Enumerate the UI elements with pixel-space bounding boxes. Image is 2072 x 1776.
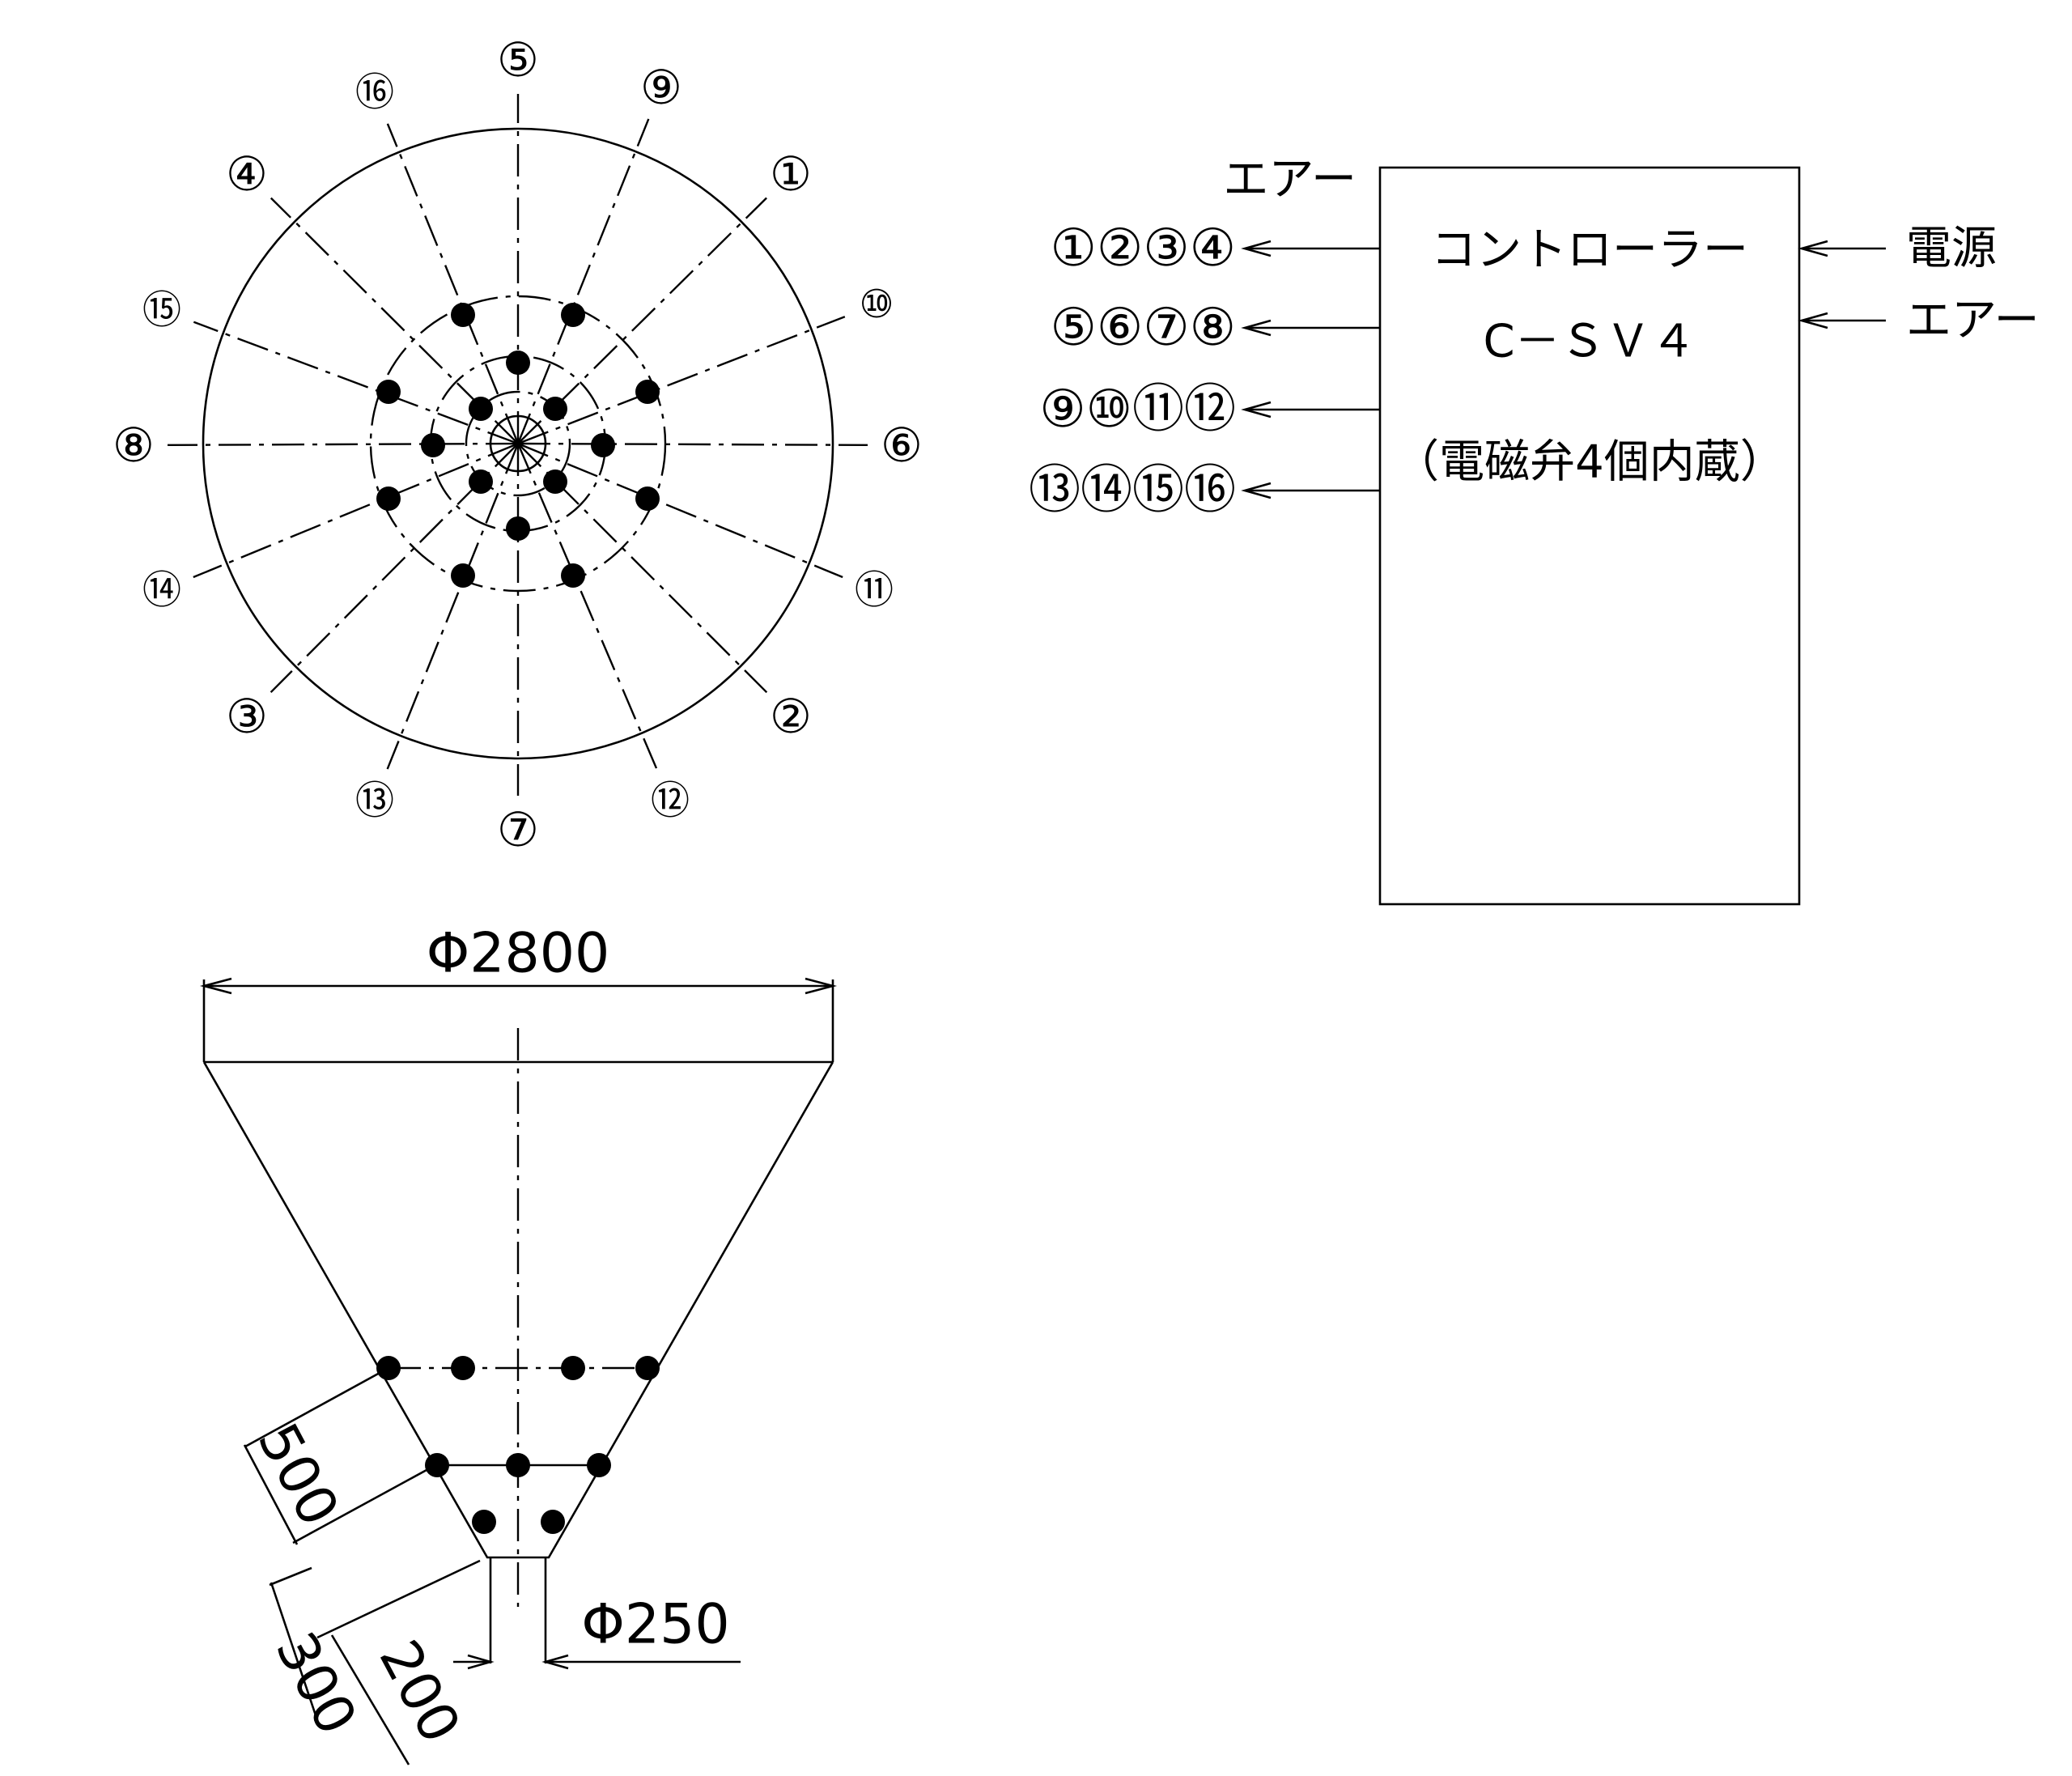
- spoke-line-6: [517, 442, 868, 447]
- output-arrow-head-1: [1241, 240, 1272, 257]
- nozzle-direction-lines: [167, 94, 868, 796]
- nozzle-points: [376, 303, 660, 588]
- nozzle-label-14: ⑭: [142, 567, 181, 613]
- nozzle-label-3: ③: [226, 689, 268, 744]
- side-nozzle-dot: [451, 1356, 475, 1380]
- nozzle-dot: [451, 303, 475, 327]
- spoke-line-12: [516, 443, 658, 770]
- top-diameter-label: Φ2800: [427, 922, 610, 986]
- outlet-dim-arrow-left: [467, 1654, 495, 1670]
- controller-block: コントローラー C－ＳＶ４ （電磁弁4個内蔵） エアー ①②③④ ⑤⑥⑦⑧ ⑨⑩…: [1029, 154, 2040, 906]
- power-arrow-head: [1798, 240, 1828, 257]
- nozzle-dot: [635, 380, 660, 404]
- side-nozzle-points: [376, 1356, 660, 1534]
- dim-line-300: [270, 1582, 319, 1721]
- output-group-1: ①②③④: [1051, 219, 1237, 278]
- nozzle-dot: [469, 397, 493, 421]
- nozzle-dot: [561, 303, 585, 327]
- hopper-outer-circle: [202, 127, 834, 760]
- dim-arrow-left: [199, 977, 232, 995]
- nozzle-label-15: ⑮: [142, 287, 181, 333]
- nozzle-dot: [469, 469, 493, 494]
- spoke-line-14: [193, 442, 519, 579]
- spoke-line-9: [516, 118, 650, 444]
- nozzle-label-12: ⑫: [651, 778, 690, 823]
- nozzle-dot: [591, 433, 615, 457]
- input-arrows: [1798, 240, 1886, 329]
- nozzle-label-1: ①: [770, 147, 812, 202]
- air-label: エアー: [1906, 295, 2040, 347]
- output-group-2: ⑤⑥⑦⑧: [1051, 298, 1237, 358]
- dim-200-label: 200: [367, 1630, 473, 1753]
- hopper-cone-outline: [202, 1061, 834, 1559]
- plan-view: ① ② ③ ④ ⑤ ⑥ ⑦ ⑧ ⑨ ⑩ ⑪ ⑫ ⑬ ⑭ ⑮ ⑯: [113, 32, 923, 857]
- output-group-4: ⑬⑭⑮⑯: [1029, 461, 1236, 520]
- dim-ext-300-top: [269, 1566, 312, 1587]
- nozzle-label-13: ⑬: [355, 778, 394, 823]
- nozzle-label-2: ②: [770, 689, 812, 744]
- nozzle-label-9: ⑨: [640, 60, 682, 115]
- side-nozzle-dot: [541, 1510, 565, 1534]
- dim-line-200: [330, 1634, 410, 1765]
- outlet-diameter-label: Φ250: [581, 1593, 729, 1657]
- nozzle-dot: [561, 563, 585, 588]
- controller-title: コントローラー: [1431, 224, 1748, 277]
- nozzle-label-16: ⑯: [355, 70, 394, 115]
- nozzle-label-11: ⑪: [855, 567, 894, 613]
- nozzle-dot: [376, 486, 401, 511]
- output-arrow-head-4: [1241, 482, 1272, 499]
- nozzle-dot: [543, 397, 567, 421]
- spoke-line-11: [517, 442, 843, 579]
- controller-box: [1378, 166, 1801, 906]
- side-nozzle-dot: [425, 1453, 449, 1477]
- nozzle-label-7: ⑦: [497, 802, 539, 857]
- controller-note: （電磁弁4個内蔵）: [1394, 436, 1785, 489]
- side-nozzle-dot: [472, 1510, 496, 1534]
- side-nozzle-dot: [587, 1453, 611, 1477]
- output-arrow-head-2: [1241, 319, 1272, 337]
- output-arrow-head-3: [1241, 401, 1272, 419]
- side-nozzle-dot: [561, 1356, 585, 1380]
- nozzle-label-6: ⑥: [881, 418, 923, 473]
- dim-300-label: 300: [263, 1622, 369, 1745]
- nozzle-label-10: ⑩: [859, 282, 894, 327]
- air-supply-label-top: エアー: [1223, 154, 1357, 206]
- nozzle-label-4: ④: [226, 147, 268, 202]
- side-nozzle-dot: [506, 1453, 530, 1477]
- controller-model: C－ＳＶ４: [1483, 316, 1696, 368]
- air-arrow-head: [1798, 312, 1828, 329]
- spoke-line-8: [167, 442, 519, 447]
- output-group-3: ⑨⑩⑪⑫: [1039, 380, 1236, 440]
- nozzle-ring-inner: [465, 390, 571, 497]
- dim-arrow-right: [805, 977, 838, 995]
- spoke-line-13: [386, 443, 520, 770]
- dim-line-500: [243, 1444, 299, 1545]
- output-arrows: [1241, 240, 1380, 499]
- power-label: 電源: [1906, 223, 1997, 275]
- spoke-line-15: [193, 321, 519, 445]
- nozzle-dot: [421, 433, 445, 457]
- nozzle-dot: [506, 351, 530, 375]
- side-nozzle-dot: [635, 1356, 660, 1380]
- spoke-line-10: [517, 316, 846, 445]
- side-view: Φ2800 Φ250 500 300 200: [199, 922, 838, 1765]
- nozzle-label-5: ⑤: [497, 32, 539, 87]
- dim-ext-500-top: [244, 1366, 389, 1448]
- nozzle-dot: [506, 516, 530, 541]
- nozzle-dot: [376, 380, 401, 404]
- nozzle-dot: [635, 486, 660, 511]
- dim-ext-500-bottom: [292, 1464, 436, 1544]
- dim-ext-300-bottom: [316, 1559, 481, 1639]
- outlet-dim-arrow-right: [541, 1654, 569, 1670]
- spoke-line-16: [386, 123, 520, 444]
- nozzle-dot: [543, 469, 567, 494]
- nozzle-label-8: ⑧: [113, 418, 155, 473]
- nozzle-dot: [451, 563, 475, 588]
